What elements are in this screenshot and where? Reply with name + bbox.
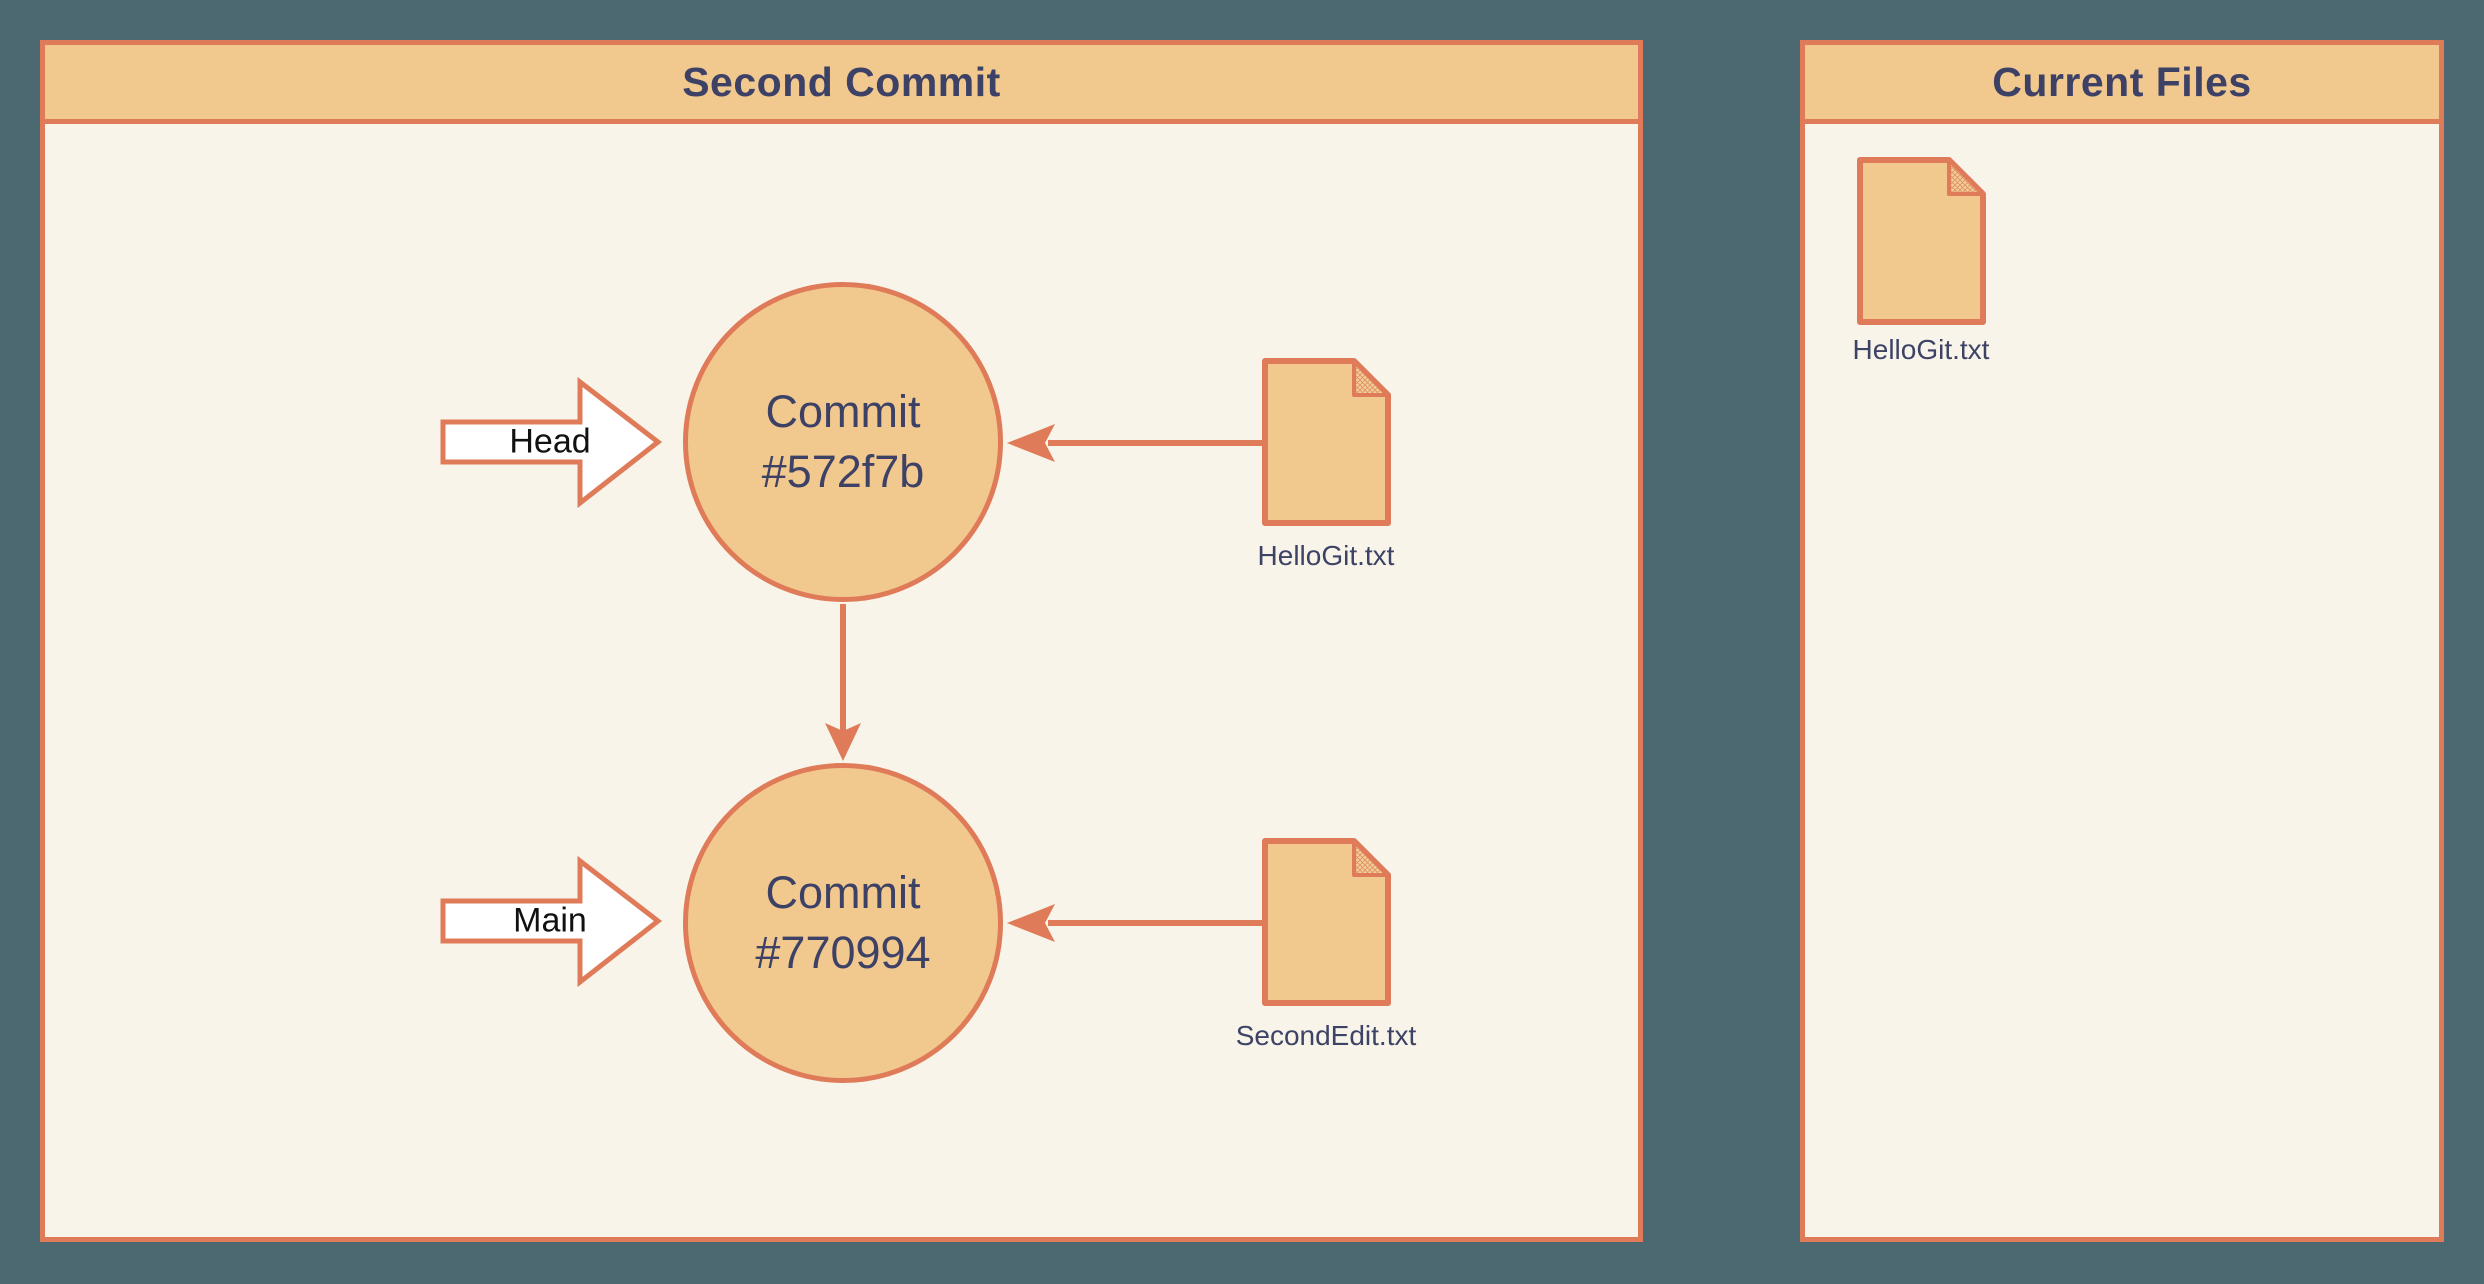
commit-node-name: Commit [765, 867, 921, 918]
panel-second-commit-title: Second Commit [682, 58, 1001, 105]
commit-node-hash: #572f7b [761, 446, 925, 497]
file-label-secondedit: SecondEdit.txt [1235, 1020, 1417, 1051]
head-pointer-label: Head [509, 422, 591, 461]
commit-node-770994: Commit #770994 [683, 763, 1003, 1083]
panel-current-files: Current Files [1800, 40, 2444, 1242]
file-label-hellogit: HelloGit.txt [1257, 540, 1395, 571]
commit-node-name: Commit [765, 386, 921, 437]
commit-node-572f7b: Commit #572f7b [683, 282, 1003, 602]
panel-second-commit-header: Second Commit [45, 45, 1638, 124]
current-file-label-hellogit: HelloGit.txt [1852, 334, 1990, 365]
main-pointer-label: Main [513, 901, 587, 940]
panel-current-files-header: Current Files [1805, 45, 2439, 124]
commit-node-hash: #770994 [755, 927, 931, 978]
panel-current-files-title: Current Files [1992, 58, 2252, 105]
